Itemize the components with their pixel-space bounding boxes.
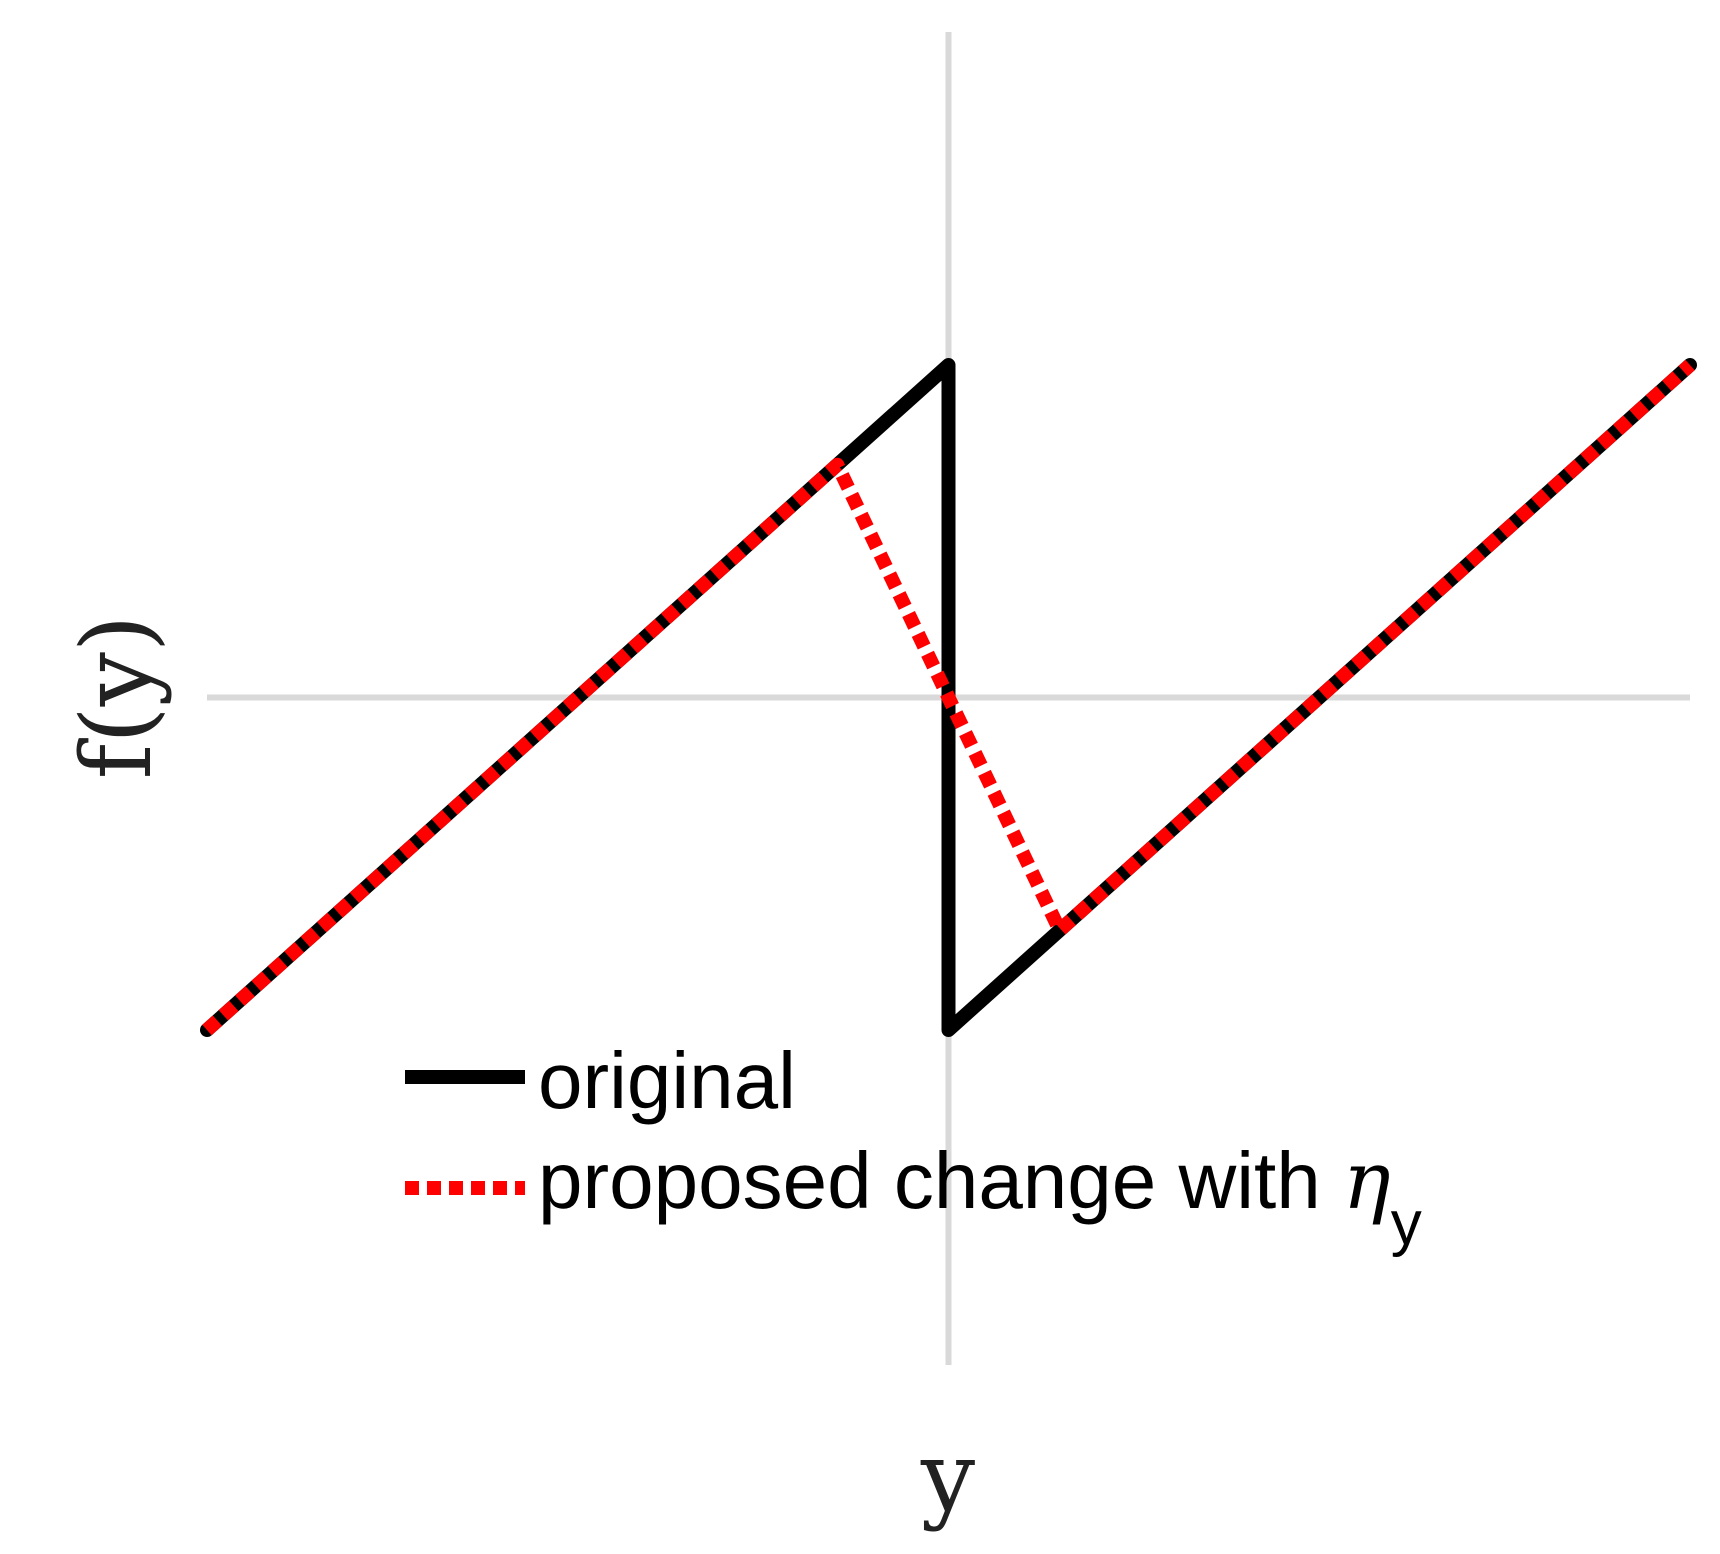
series-line-1 [202, 359, 1695, 1036]
legend-label-proposed-subscript: y [1391, 1189, 1422, 1258]
legend-label-original: original [538, 1036, 796, 1125]
series-layer [200, 358, 1697, 1037]
legend-label-proposed-text: proposed change with [538, 1136, 1321, 1225]
y-axis-label: f(y) [61, 615, 173, 780]
legend-label-proposed-symbol: η [1343, 1134, 1391, 1227]
x-axis-label: y [920, 1421, 975, 1533]
